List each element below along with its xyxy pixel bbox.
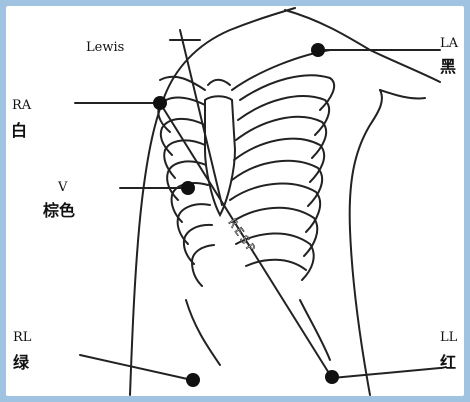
ll-color: 红 [440,354,456,372]
electrode-ll [325,370,339,384]
body-outline-right [350,90,382,395]
v-color: 棕色 [43,202,75,220]
rl-leader [80,355,192,380]
rl-color: 绿 [13,354,29,372]
ll-code: LL [440,330,457,345]
lewis-label: Lewis [86,40,124,55]
clavicle-right [160,77,205,90]
lewis-line [180,30,222,205]
ra-color: 白 [11,122,27,140]
ra-code: RA [12,98,31,113]
la-color: 黑 [440,58,456,76]
v-code: V [58,180,67,195]
shoulder-line [285,10,440,82]
body-outline [130,8,295,395]
electrode-la [311,43,325,57]
electrode-ra [153,96,167,110]
la-code: LA [440,36,458,51]
electrode-rl [186,373,200,387]
electrode-v [181,181,195,195]
ll-leader [332,368,440,378]
rl-code: RL [13,330,31,345]
